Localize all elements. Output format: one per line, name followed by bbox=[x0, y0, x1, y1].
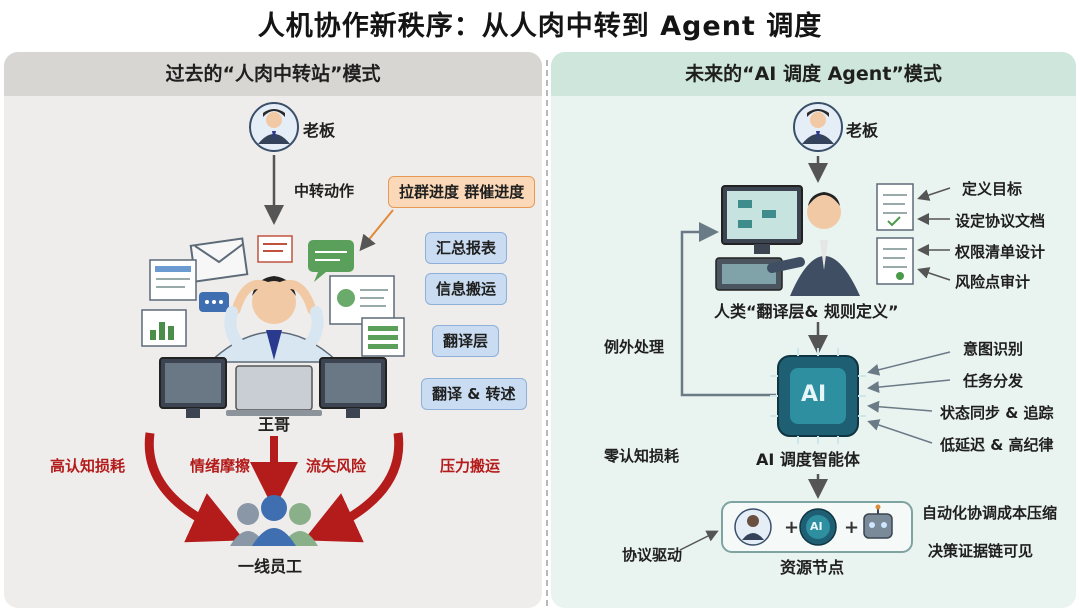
plus-icon: + bbox=[844, 517, 859, 538]
resource-node-label: 资源节点 bbox=[780, 558, 845, 577]
ai-badge-text: AI bbox=[801, 382, 827, 407]
cost-cognitive-loss: 高认知损耗 bbox=[50, 457, 126, 475]
ai-task-intent: 意图识别 bbox=[963, 340, 1024, 358]
ai-task-discipline: 低延迟 & 高纪律 bbox=[940, 436, 1054, 454]
cost-pressure-transfer: 压力搬运 bbox=[440, 457, 501, 475]
document-icon bbox=[257, 235, 293, 263]
past-mode-header: 过去的“人肉中转站”模式 bbox=[4, 52, 542, 96]
cost-attrition-risk: 流失风险 bbox=[306, 457, 367, 475]
ai-task-arrow bbox=[867, 419, 933, 444]
group-icon bbox=[230, 495, 318, 546]
ai-task-dispatch: 任务分发 bbox=[963, 372, 1024, 390]
ai-node-text: AI bbox=[810, 520, 823, 533]
sheet-doc-icon bbox=[361, 317, 405, 357]
robot-icon bbox=[863, 504, 893, 539]
human-role-label: 人类“翻译层& 规则定义” bbox=[714, 302, 899, 321]
task-protocol-doc: 设定协议文档 bbox=[955, 212, 1046, 230]
task-define-goal: 定义目标 bbox=[962, 180, 1023, 198]
urge-progress-tag: 拉群进度 群催进度 bbox=[388, 176, 536, 208]
document-icon bbox=[876, 183, 914, 231]
ai-agent-label: AI 调度智能体 bbox=[756, 450, 860, 469]
task-permission-list: 权限清单设计 bbox=[955, 243, 1046, 261]
benefit-cost-compression: 自动化协调成本压缩 bbox=[922, 504, 1058, 522]
panel-divider bbox=[546, 60, 548, 606]
task-risk-audit: 风险点审计 bbox=[955, 273, 1031, 291]
report-doc-icon bbox=[329, 275, 395, 325]
right-boss-label: 老板 bbox=[846, 121, 879, 140]
urge-arrow bbox=[359, 209, 394, 252]
boss-avatar-icon bbox=[793, 102, 843, 152]
exception-loop-arrow bbox=[680, 222, 776, 397]
cost-emotional-friction: 情绪摩擦 bbox=[190, 457, 251, 475]
left-boss-label: 老板 bbox=[303, 121, 336, 140]
tag-summary-report: 汇总报表 bbox=[425, 232, 508, 264]
tag-translation-layer: 翻译层 bbox=[432, 325, 500, 357]
middleman-figure bbox=[208, 276, 340, 363]
task-arrow bbox=[917, 267, 951, 281]
human-operator-figure bbox=[767, 192, 860, 296]
document-icon bbox=[876, 237, 914, 285]
person-node-icon bbox=[734, 508, 772, 546]
zero-loss-label: 零认知损耗 bbox=[604, 447, 680, 465]
ai-node-icon bbox=[799, 508, 837, 546]
monitor-icon bbox=[319, 357, 387, 418]
plus-icon: + bbox=[784, 517, 799, 538]
laptop-icon bbox=[226, 365, 322, 416]
boss-avatar-icon bbox=[249, 102, 299, 152]
benefit-evidence-chain: 决策证据链可见 bbox=[928, 542, 1034, 560]
ai-chip-icon bbox=[770, 348, 866, 444]
frontline-staff-label: 一线员工 bbox=[238, 557, 303, 576]
ai-task-arrow bbox=[867, 379, 951, 394]
monitor-icon bbox=[159, 357, 227, 418]
chat-bubble-icon bbox=[199, 292, 229, 312]
ai-task-sync: 状态同步 & 追踪 bbox=[940, 404, 1054, 422]
document-icon bbox=[149, 259, 197, 301]
workstation-monitor-icon bbox=[721, 185, 803, 254]
tag-translate-relay: 翻译 & 转述 bbox=[421, 378, 527, 410]
middleman-label: 王哥 bbox=[258, 415, 291, 434]
envelope-icon bbox=[189, 237, 249, 283]
protocol-arrow bbox=[679, 530, 719, 551]
tag-info-transfer: 信息搬运 bbox=[425, 273, 508, 305]
exception-handling-label: 例外处理 bbox=[604, 338, 665, 356]
chat-bubble-icon bbox=[308, 240, 354, 282]
cost-arrow-right bbox=[303, 432, 404, 543]
page-title: 人机协作新秩序：从人肉中转到 Agent 调度 bbox=[257, 11, 823, 42]
future-mode-header: 未来的“AI 调度 Agent”模式 bbox=[551, 52, 1076, 96]
protocol-driven-label: 协议驱动 bbox=[622, 546, 683, 564]
keyboard-console-icon bbox=[715, 257, 783, 291]
ai-task-arrow bbox=[867, 351, 951, 376]
task-arrow bbox=[917, 187, 951, 201]
chart-doc-icon bbox=[141, 309, 187, 347]
cost-arrow-left bbox=[144, 432, 245, 543]
ai-task-arrow bbox=[867, 400, 933, 413]
relay-action-label: 中转动作 bbox=[294, 182, 355, 200]
